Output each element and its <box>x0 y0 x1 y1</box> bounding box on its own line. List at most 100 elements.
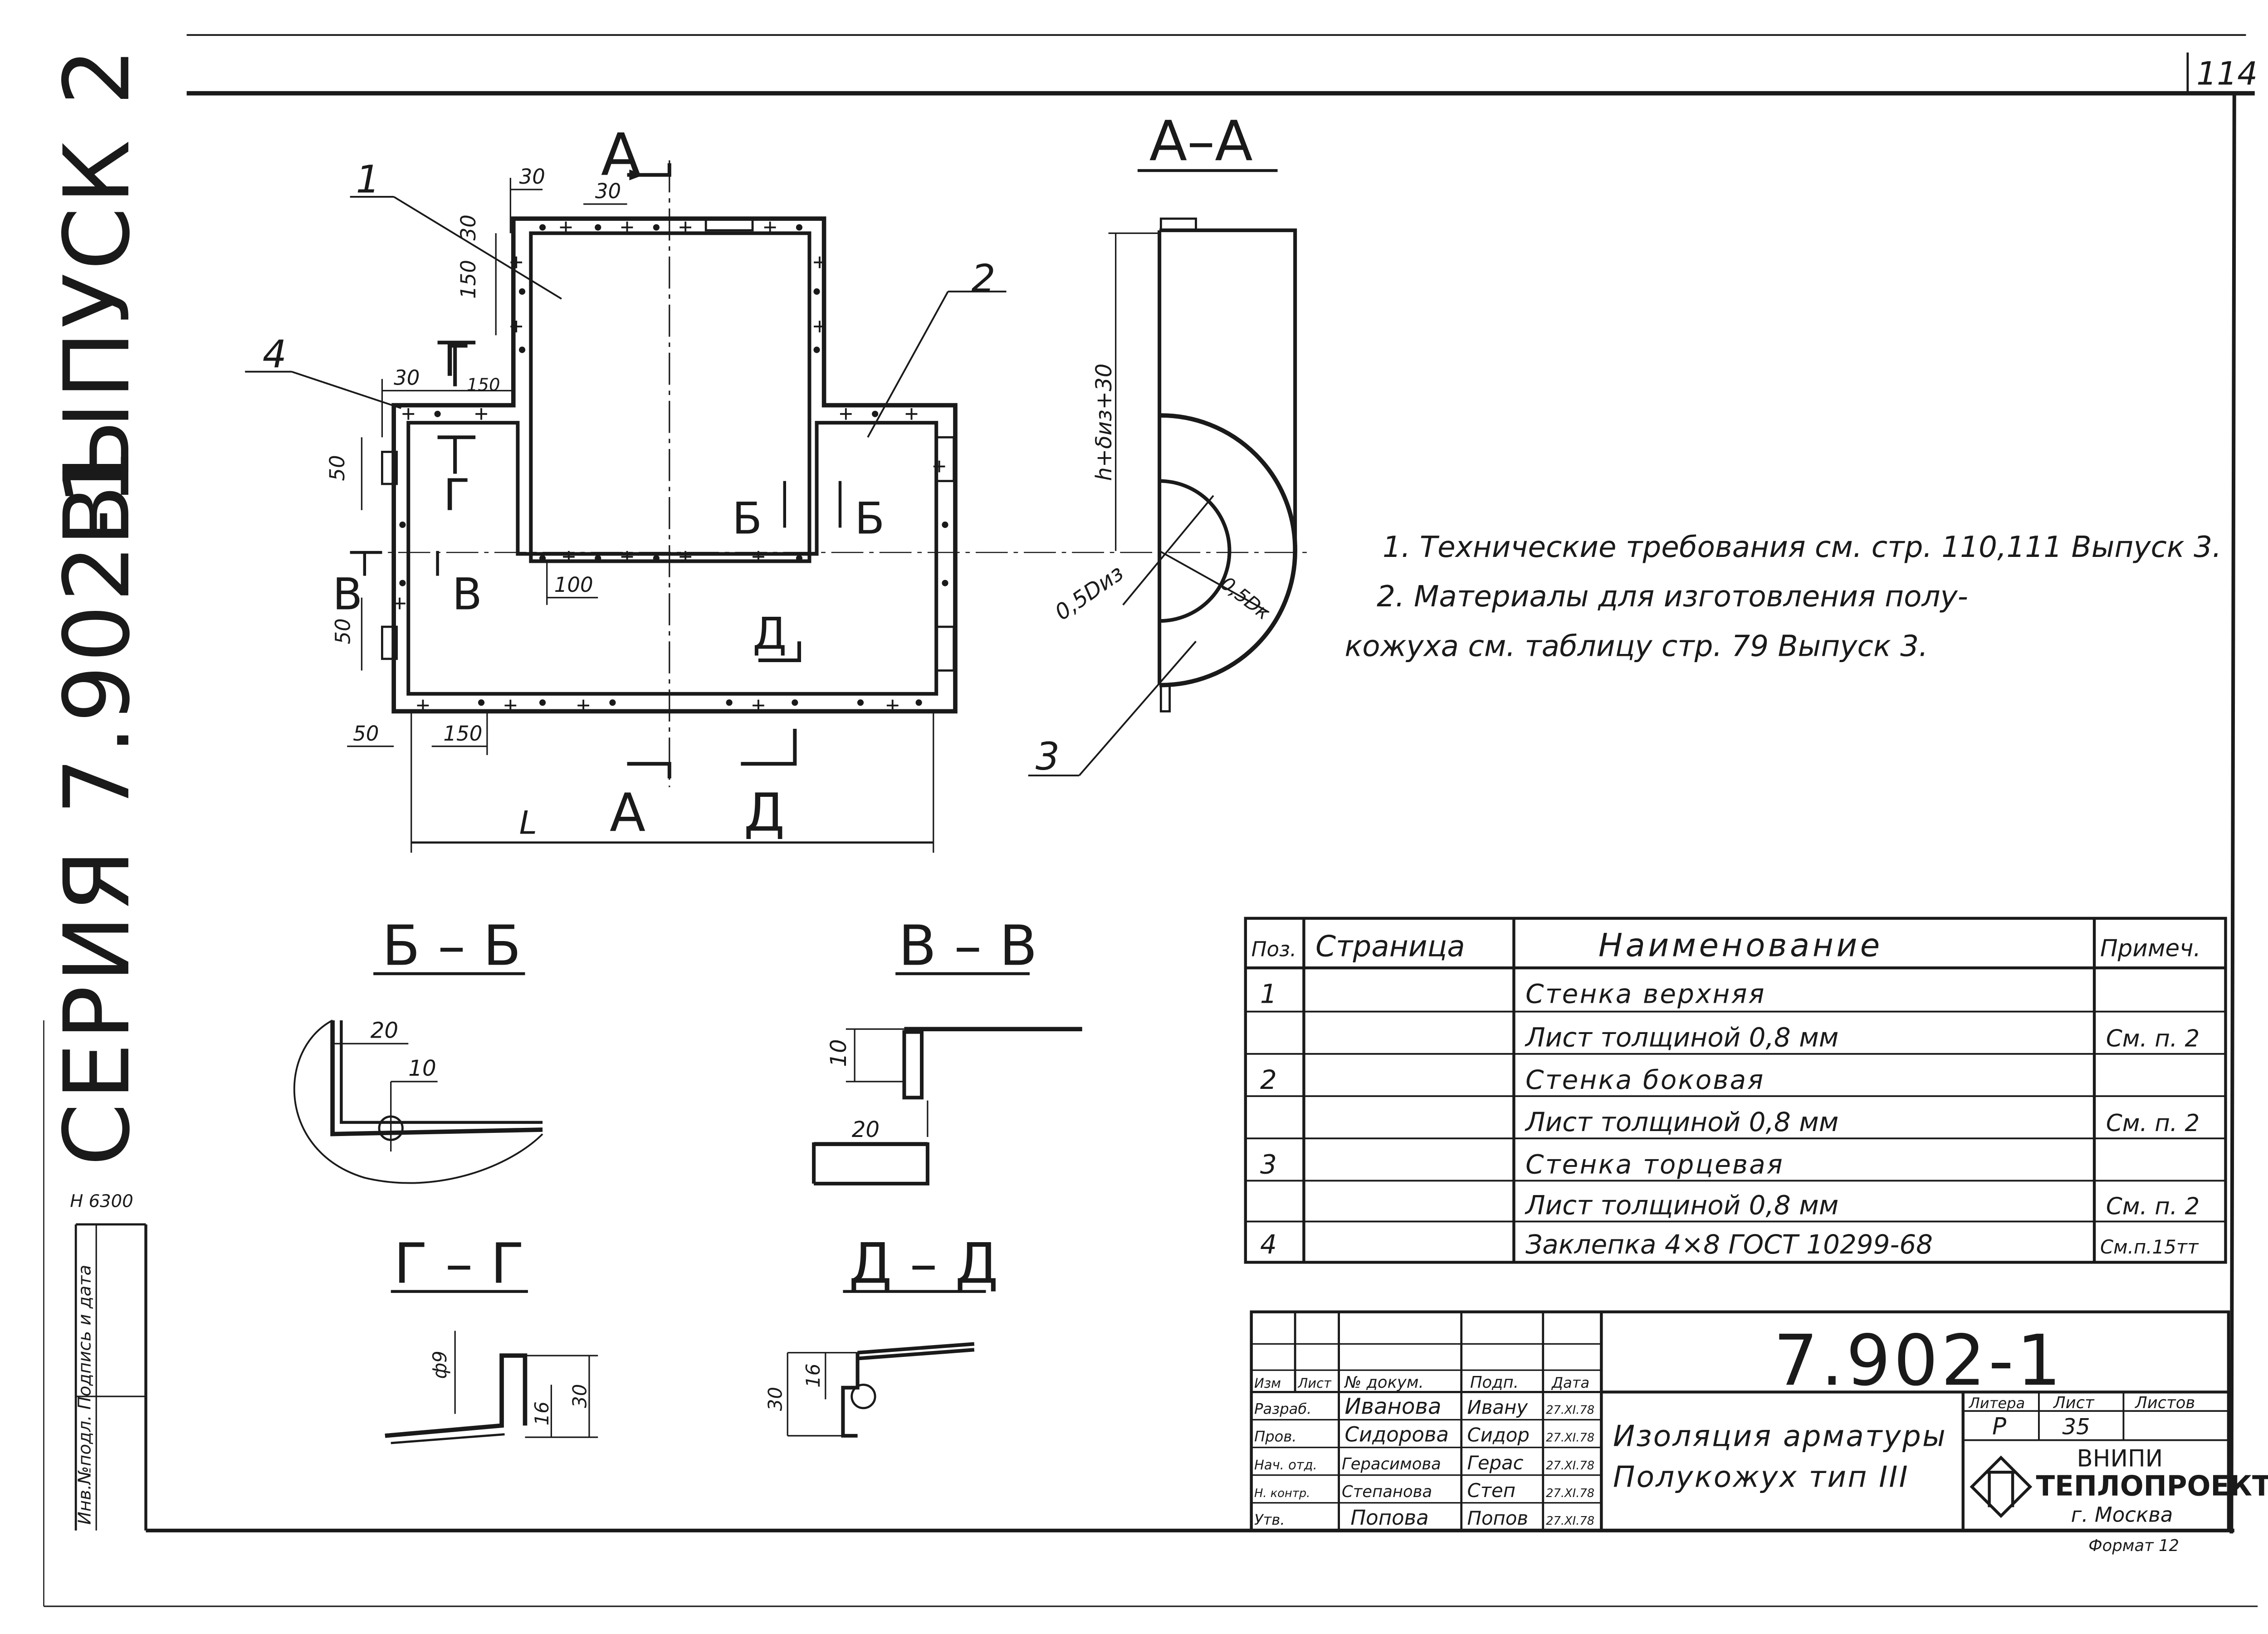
doc-number: 7.902-1 <box>1774 1320 2064 1401</box>
leader-1: 1 <box>356 157 380 201</box>
tb-col-list: Лист <box>1298 1375 1332 1391</box>
dim-100: 100 <box>554 573 593 597</box>
tb-col-sign: Подп. <box>1470 1373 1519 1392</box>
dim-L: L <box>519 804 537 841</box>
dim-150: 150 <box>443 722 482 746</box>
leader-4: 4 <box>263 332 287 376</box>
tb-date: 27.XI.78 <box>1546 1404 1594 1417</box>
dd-dim-30: 30 <box>764 1387 786 1411</box>
plan-leaders <box>245 195 1007 438</box>
leader-3: 3 <box>1036 734 1060 779</box>
section-bb-title: Б – Б <box>382 914 521 978</box>
note-2: 2. Материалы для изготовления полу- <box>1377 580 1968 614</box>
tb-role: Н. контр. <box>1254 1487 1310 1500</box>
rivet-marks <box>399 224 948 706</box>
gg-dim-30: 30 <box>569 1384 591 1408</box>
spec-cell: Стенка боковая <box>1525 1064 1765 1095</box>
dim-50v-top: 50 <box>325 455 349 481</box>
tb-sheet: 35 <box>2062 1415 2090 1440</box>
tb-date: 27.XI.78 <box>1546 1487 1594 1500</box>
dim-50: 50 <box>353 722 379 746</box>
dim-30b: 30 <box>595 179 621 203</box>
plan-view <box>245 160 1313 853</box>
tb-city: г. Москва <box>2071 1503 2173 1527</box>
section-bb-drawing <box>293 972 543 1184</box>
tb-name: Попова <box>1350 1506 1428 1530</box>
section-vv-drawing <box>812 972 1082 1185</box>
spec-cell: Лист толщиной 0,8 мм <box>1525 1107 1838 1137</box>
tb-date: 27.XI.78 <box>1546 1459 1594 1473</box>
spec-table-grid <box>1244 917 2227 1264</box>
tb-litera: Р <box>1992 1413 2006 1440</box>
tb-sign: Ивану <box>1467 1396 1529 1419</box>
tb-role: Пров. <box>1254 1428 1296 1445</box>
section-b-2: Б <box>855 493 885 544</box>
aa-dim-diz: 0,5Dиз <box>1050 560 1128 625</box>
gg-dim-9: ф9 <box>429 1351 451 1379</box>
aa-dim-dk: 0,5Dк <box>1217 572 1275 624</box>
plan-outer-contour <box>391 216 958 714</box>
tb-sign: Степ <box>1467 1479 1516 1502</box>
tb-date: 27.XI.78 <box>1546 1514 1594 1528</box>
section-d-bottom: Д <box>744 783 785 844</box>
dim-30v: 30 <box>456 215 480 240</box>
spec-cell: Заклепка 4×8 ГОСТ 10299-68 <box>1525 1229 1933 1260</box>
spec-cell: 1 <box>1260 978 1277 1009</box>
tb-sheet-label: Лист <box>2053 1394 2095 1412</box>
inv-code: Н 6300 <box>70 1191 133 1211</box>
issue-vertical: ВЫПУСК 2 <box>45 45 150 546</box>
spec-cell: Стенка верхняя <box>1525 978 1766 1009</box>
spec-header-name: Наименование <box>1598 926 1883 964</box>
dim-50v-bottom: 50 <box>331 618 355 644</box>
spec-cell: Лист толщиной 0,8 мм <box>1525 1022 1838 1053</box>
spec-cell: 3 <box>1260 1149 1277 1180</box>
tb-litera-label: Литера <box>1969 1395 2025 1412</box>
section-vv-title: В – В <box>899 914 1037 978</box>
section-g-2: Г <box>443 469 470 521</box>
dim-150v: 150 <box>456 260 480 299</box>
plan-inner-contour <box>529 231 811 563</box>
tb-name: Сидорова <box>1344 1423 1449 1447</box>
section-b-1: Б <box>732 493 762 544</box>
section-a-top: А <box>601 122 641 189</box>
dim-150-left: 150 <box>467 375 500 395</box>
spec-cell: См. п. 2 <box>2106 1025 2200 1053</box>
dim-30a: 30 <box>519 165 545 189</box>
title-line-1: Изоляция арматуры <box>1613 1419 1947 1453</box>
dd-dim-16: 16 <box>802 1364 824 1388</box>
tb-role: Утв. <box>1254 1511 1285 1528</box>
spec-header-page: Страница <box>1315 929 1465 963</box>
tb-date: 27.XI.78 <box>1546 1431 1594 1445</box>
section-v-1: В <box>332 569 362 620</box>
spec-header-pos: Поз. <box>1251 937 1297 961</box>
tb-name: Иванова <box>1344 1394 1441 1419</box>
tb-format: Формат 12 <box>2088 1536 2179 1555</box>
aa-dim-height: h+δиз+30 <box>1091 363 1117 481</box>
gg-dim-16: 16 <box>531 1401 553 1425</box>
section-dd-title: Д – Д <box>849 1231 998 1296</box>
section-aa <box>1028 169 1297 776</box>
stamp-column-label: Инв.№подл. Подпись и дата <box>74 1265 95 1525</box>
section-v-2: В <box>452 569 482 620</box>
spec-cell: 4 <box>1260 1229 1277 1260</box>
bb-dim-20: 20 <box>371 1018 398 1043</box>
bb-dim-10: 10 <box>408 1056 436 1081</box>
plan-dim-lines <box>347 178 934 853</box>
tb-sign: Герас <box>1467 1452 1524 1474</box>
tb-sheets-label: Листов <box>2134 1394 2195 1412</box>
vv-dim-10: 10 <box>826 1039 851 1067</box>
tb-name: Степанова <box>1342 1483 1432 1501</box>
tb-role: Разраб. <box>1254 1400 1311 1418</box>
leader-2: 2 <box>971 256 995 301</box>
section-gg-title: Г – Г <box>394 1231 524 1296</box>
title-line-2: Полукожух тип III <box>1613 1460 1909 1494</box>
spec-cell: Лист толщиной 0,8 мм <box>1525 1190 1838 1220</box>
tb-name: Герасимова <box>1342 1455 1441 1473</box>
tb-sign: Сидор <box>1467 1424 1530 1446</box>
spec-header-note: Примеч. <box>2100 935 2201 962</box>
tb-col-doc: № докум. <box>1344 1373 1423 1392</box>
section-gg-drawing <box>385 1290 598 1444</box>
plus-marks <box>394 221 945 712</box>
tb-col-date: Дата <box>1551 1374 1589 1391</box>
